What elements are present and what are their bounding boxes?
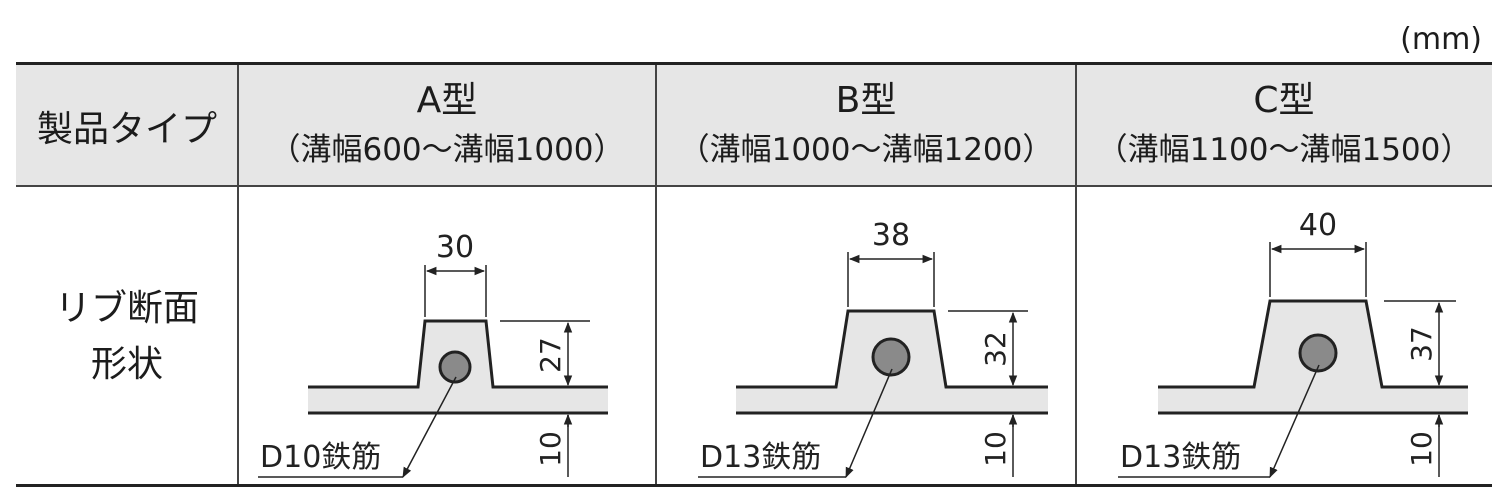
type-b-name: B型 xyxy=(835,80,897,121)
dim-slab-c: 10 xyxy=(1405,431,1438,467)
leader-b xyxy=(845,368,893,478)
spec-table: 製品タイプ A型 （溝幅600～溝幅1000） B型 （溝幅1000～溝幅120… xyxy=(16,62,1492,487)
dim-width-b: 38 xyxy=(872,218,910,253)
dim-slab-a: 10 xyxy=(534,431,567,467)
dim-height-b: 32 xyxy=(979,331,1012,367)
dim-height-a: 27 xyxy=(534,337,567,373)
rib-section-label-line2: 形状 xyxy=(90,344,163,385)
rib-a-top-line xyxy=(308,319,608,389)
rib-diagram-b: 38 32 10 D13鉄筋 xyxy=(698,218,1048,478)
dim-slab-b: 10 xyxy=(979,431,1012,467)
type-a-name: A型 xyxy=(416,80,478,121)
type-b-header: B型 （溝幅1000～溝幅1200） xyxy=(656,65,1076,187)
type-a-header: A型 （溝幅600～溝幅1000） xyxy=(238,65,656,187)
rebar-c-label: D13鉄筋 xyxy=(1120,440,1241,475)
rebar-b-label: D13鉄筋 xyxy=(700,440,821,475)
type-a-range: （溝幅600～溝幅1000） xyxy=(269,132,625,168)
dim-height-c: 37 xyxy=(1405,326,1438,362)
rib-section-label: リブ断面 形状 xyxy=(16,187,238,487)
rebar-b xyxy=(871,337,911,377)
column-divider xyxy=(1075,65,1077,484)
column-divider xyxy=(655,65,657,484)
dim-width-c: 40 xyxy=(1299,208,1337,243)
unit-label: (mm) xyxy=(1400,22,1482,57)
rib-c-top-line xyxy=(1158,299,1468,389)
product-type-label: 製品タイプ xyxy=(36,109,217,150)
rib-b-top-line xyxy=(736,309,1048,389)
dim-width-a: 30 xyxy=(436,230,474,265)
leader-a xyxy=(402,376,457,478)
type-b-range: （溝幅1000～溝幅1200） xyxy=(678,132,1054,168)
rib-diagram-a: 30 27 10 D10鉄筋 xyxy=(258,230,608,478)
leader-c xyxy=(1269,364,1320,478)
type-c-range: （溝幅1100～溝幅1500） xyxy=(1096,132,1472,168)
rib-section-label-line1: リブ断面 xyxy=(54,288,199,329)
type-c-name: C型 xyxy=(1253,80,1315,121)
rebar-a-label: D10鉄筋 xyxy=(260,440,381,475)
rebar-a xyxy=(438,350,472,384)
column-divider xyxy=(237,65,239,484)
type-c-header: C型 （溝幅1100～溝幅1500） xyxy=(1076,65,1492,187)
rebar-c xyxy=(1298,333,1338,373)
rib-diagram-c: 40 37 10 D13鉄筋 xyxy=(1118,208,1468,478)
header-row xyxy=(16,65,1492,187)
